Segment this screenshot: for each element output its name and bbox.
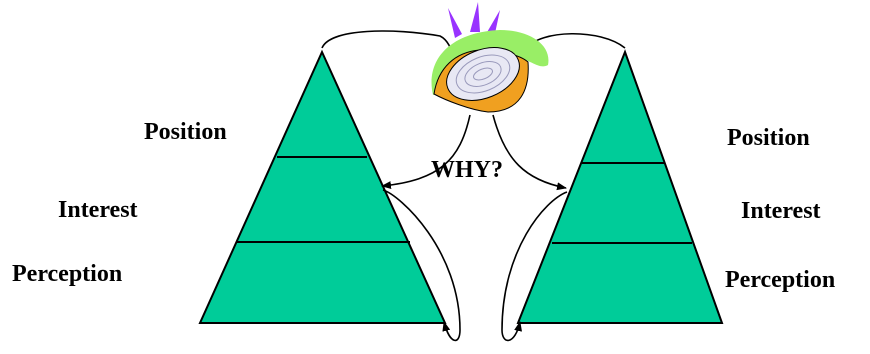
left-label-position: Position <box>144 120 227 144</box>
left-label-perception: Perception <box>12 262 122 286</box>
left-pyramid-shape <box>200 52 445 323</box>
why-question: WHY? <box>431 158 503 182</box>
right-pyramid-shape <box>518 52 722 323</box>
left-pyramid <box>200 52 445 323</box>
onion-icon <box>432 2 549 112</box>
right-label-position: Position <box>727 126 810 150</box>
right-loop-arrow <box>493 115 566 188</box>
left-top-connector <box>322 31 452 55</box>
left-label-interest: Interest <box>58 198 138 222</box>
right-label-perception: Perception <box>725 268 835 292</box>
right-pyramid <box>518 52 722 323</box>
right-label-interest: Interest <box>741 199 821 223</box>
